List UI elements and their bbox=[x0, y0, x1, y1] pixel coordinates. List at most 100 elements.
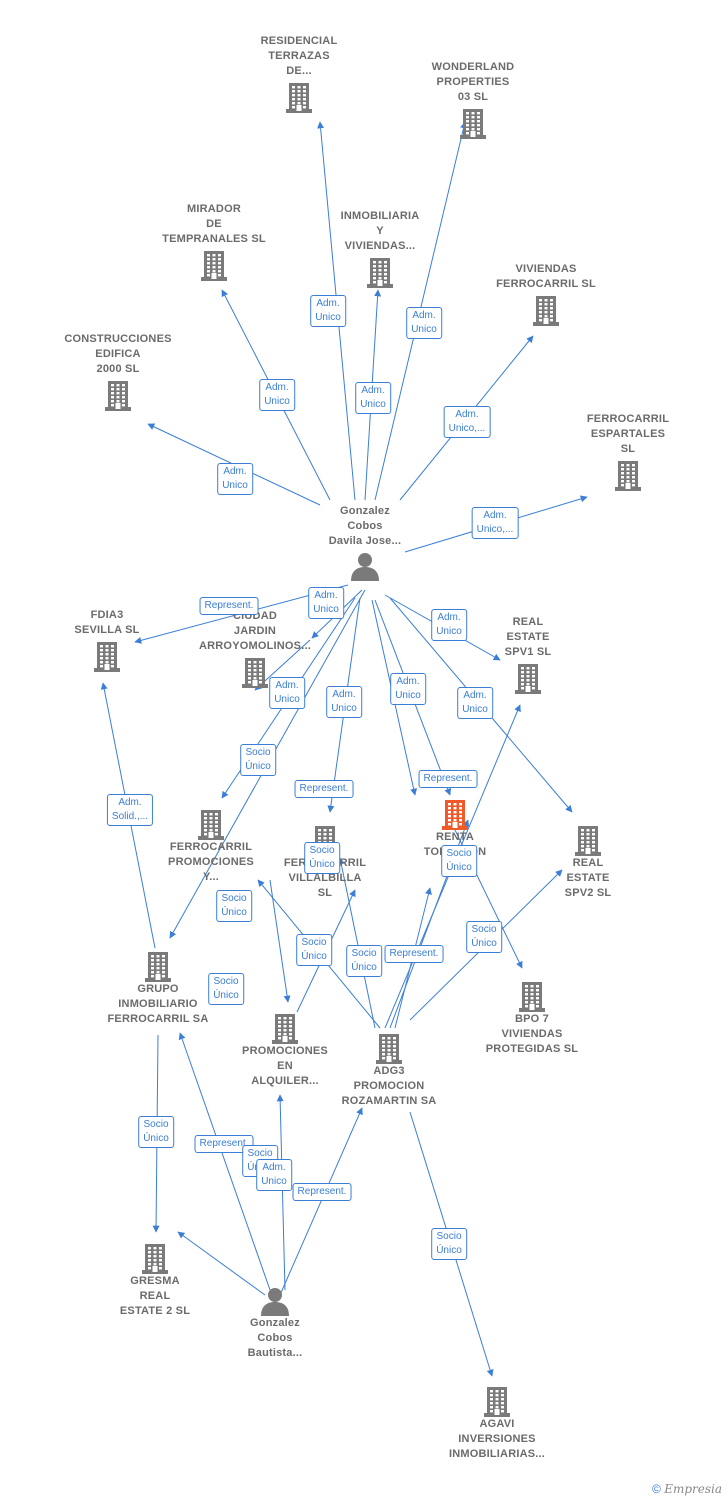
edge-role-label[interactable]: Socio Único bbox=[441, 845, 477, 877]
node-label: WONDERLAND PROPERTIES 03 SL bbox=[431, 61, 515, 103]
company-node-bpo7[interactable]: BPO 7 VIVIENDAS PROTEGIDAS SL bbox=[462, 978, 602, 1057]
node-label: RESIDENCIAL TERRAZAS DE... bbox=[260, 35, 338, 77]
company-node-mirador[interactable]: MIRADOR DE TEMPRANALES SL bbox=[144, 202, 284, 281]
edge-role-label[interactable]: Adm. Unico,... bbox=[471, 507, 519, 539]
building-icon bbox=[229, 81, 369, 113]
edge-role-label[interactable]: Adm. Unico bbox=[256, 1159, 292, 1191]
edge-role-label[interactable]: Represent. bbox=[199, 597, 259, 615]
building-icon bbox=[476, 294, 616, 326]
edge-role-label[interactable]: Adm. Unico bbox=[390, 673, 426, 705]
node-label: REAL ESTATE SPV2 SL bbox=[564, 857, 612, 899]
node-label: PROMOCIONES EN ALQUILER... bbox=[242, 1045, 328, 1087]
company-node-construcciones[interactable]: CONSTRUCCIONES EDIFICA 2000 SL bbox=[48, 332, 188, 411]
relation-edge bbox=[178, 1032, 271, 1291]
footer: © Empresia bbox=[652, 1482, 722, 1496]
edge-role-label[interactable]: Socio Único bbox=[138, 1116, 174, 1148]
node-label: AGAVI INVERSIONES INMOBILIARIAS... bbox=[448, 1418, 546, 1460]
company-node-ferro_promo[interactable]: FERROCARRIL PROMOCIONES Y... bbox=[141, 806, 281, 885]
relation-edge bbox=[269, 879, 291, 1003]
edge-role-label[interactable]: Represent. bbox=[194, 1135, 254, 1153]
relation-edge bbox=[177, 1231, 266, 1296]
node-label: Gonzalez Cobos Davila Jose... bbox=[328, 505, 402, 547]
edge-role-label[interactable]: Adm. Unico bbox=[217, 463, 253, 495]
edge-role-label[interactable]: Adm. Unico bbox=[310, 295, 346, 327]
node-label: BPO 7 VIVIENDAS PROTEGIDAS SL bbox=[485, 1013, 579, 1055]
edge-role-label[interactable]: Socio Único bbox=[216, 890, 252, 922]
company-node-espartales[interactable]: FERROCARRIL ESPARTALES SL bbox=[558, 412, 698, 491]
edge-role-label[interactable]: Socio Único bbox=[431, 1228, 467, 1260]
building-icon bbox=[403, 107, 543, 139]
company-node-viv_ferro[interactable]: VIVIENDAS FERROCARRIL SL bbox=[476, 262, 616, 326]
person-icon bbox=[295, 551, 435, 581]
company-node-adg3[interactable]: ADG3 PROMOCION ROZAMARTIN SA bbox=[319, 1030, 459, 1109]
person-icon bbox=[205, 1286, 345, 1316]
company-node-agavi[interactable]: AGAVI INVERSIONES INMOBILIARIAS... bbox=[427, 1383, 567, 1462]
edge-role-label[interactable]: Adm. Unico bbox=[259, 379, 295, 411]
edge-role-label[interactable]: Adm. Unico bbox=[326, 686, 362, 718]
building-icon bbox=[558, 459, 698, 491]
company-node-ciudad[interactable]: CIUDAD JARDIN ARROYOMOLINOS... bbox=[185, 609, 325, 688]
building-icon bbox=[427, 1385, 567, 1417]
company-node-promo_alquiler[interactable]: PROMOCIONES EN ALQUILER... bbox=[215, 1010, 355, 1089]
building-icon bbox=[462, 980, 602, 1012]
node-label: ADG3 PROMOCION ROZAMARTIN SA bbox=[341, 1065, 437, 1107]
building-icon bbox=[85, 1242, 225, 1274]
edge-role-label[interactable]: Adm. Unico bbox=[308, 587, 344, 619]
building-icon bbox=[518, 824, 658, 856]
node-label: VIVIENDAS FERROCARRIL SL bbox=[496, 263, 596, 290]
building-icon bbox=[319, 1032, 459, 1064]
node-label: FERROCARRIL PROMOCIONES Y... bbox=[168, 841, 254, 883]
node-label: Gonzalez Cobos Bautista... bbox=[247, 1317, 303, 1359]
company-node-spv2[interactable]: REAL ESTATE SPV2 SL bbox=[518, 822, 658, 901]
relation-edge bbox=[279, 1107, 363, 1296]
edge-role-label[interactable]: Socio Único bbox=[466, 921, 502, 953]
edge-role-label[interactable]: Represent. bbox=[384, 945, 444, 963]
building-icon bbox=[37, 640, 177, 672]
company-node-grupo[interactable]: GRUPO INMOBILIARIO FERROCARRIL SA bbox=[88, 948, 228, 1027]
edge-role-label[interactable]: Socio Único bbox=[346, 945, 382, 977]
company-node-residencial[interactable]: RESIDENCIAL TERRAZAS DE... bbox=[229, 34, 369, 113]
building-icon bbox=[185, 656, 325, 688]
edge-role-label[interactable]: Adm. Unico bbox=[269, 677, 305, 709]
building-icon bbox=[385, 798, 525, 830]
edge-role-label[interactable]: Adm. Unico bbox=[431, 609, 467, 641]
relation-edge bbox=[337, 857, 376, 1029]
building-icon bbox=[144, 249, 284, 281]
edge-role-label[interactable]: Adm. Unico bbox=[457, 687, 493, 719]
node-label: MIRADOR DE TEMPRANALES SL bbox=[162, 203, 266, 245]
company-node-spv1[interactable]: REAL ESTATE SPV1 SL bbox=[458, 615, 598, 694]
person-node-gonzalez_bautista[interactable]: Gonzalez Cobos Bautista... bbox=[205, 1284, 345, 1361]
copyright-symbol: © bbox=[652, 1482, 661, 1496]
edge-role-label[interactable]: Socio Único bbox=[240, 744, 276, 776]
person-node-gonzalez_jose[interactable]: Gonzalez Cobos Davila Jose... bbox=[295, 504, 435, 581]
building-icon bbox=[458, 662, 598, 694]
node-label: CONSTRUCCIONES EDIFICA 2000 SL bbox=[64, 333, 172, 375]
node-label: REAL ESTATE SPV1 SL bbox=[504, 616, 552, 658]
edge-role-label[interactable]: Socio Único bbox=[296, 934, 332, 966]
brand-logo[interactable]: Empresia bbox=[664, 1482, 722, 1496]
building-icon bbox=[141, 808, 281, 840]
edge-role-label[interactable]: Socio Único bbox=[304, 842, 340, 874]
edge-role-label[interactable]: Adm. Unico bbox=[355, 382, 391, 414]
building-icon bbox=[88, 950, 228, 982]
node-label: FERROCARRIL ESPARTALES SL bbox=[586, 413, 670, 455]
edge-role-label[interactable]: Represent. bbox=[294, 780, 354, 798]
company-node-fdia3[interactable]: FDIA3 SEVILLA SL bbox=[37, 608, 177, 672]
node-label: INMOBILIARIA Y VIVIENDAS... bbox=[340, 210, 420, 252]
building-icon bbox=[48, 379, 188, 411]
building-icon bbox=[215, 1012, 355, 1044]
edge-role-label[interactable]: Socio Único bbox=[208, 973, 244, 1005]
relation-edge bbox=[276, 1094, 286, 1291]
building-icon bbox=[310, 256, 450, 288]
company-node-gresma[interactable]: GRESMA REAL ESTATE 2 SL bbox=[85, 1240, 225, 1319]
node-label: GRESMA REAL ESTATE 2 SL bbox=[119, 1275, 191, 1317]
edge-role-label[interactable]: Adm. Unico bbox=[406, 307, 442, 339]
node-label: CIUDAD JARDIN ARROYOMOLINOS... bbox=[199, 610, 311, 652]
company-node-wonderland[interactable]: WONDERLAND PROPERTIES 03 SL bbox=[403, 60, 543, 139]
company-node-inmobiliaria[interactable]: INMOBILIARIA Y VIVIENDAS... bbox=[310, 209, 450, 288]
edge-role-label[interactable]: Adm. Solid.,... bbox=[106, 794, 154, 826]
edge-role-label[interactable]: Represent. bbox=[292, 1183, 352, 1201]
edge-role-label[interactable]: Adm. Unico,... bbox=[443, 406, 491, 438]
edge-role-label[interactable]: Represent. bbox=[418, 770, 478, 788]
